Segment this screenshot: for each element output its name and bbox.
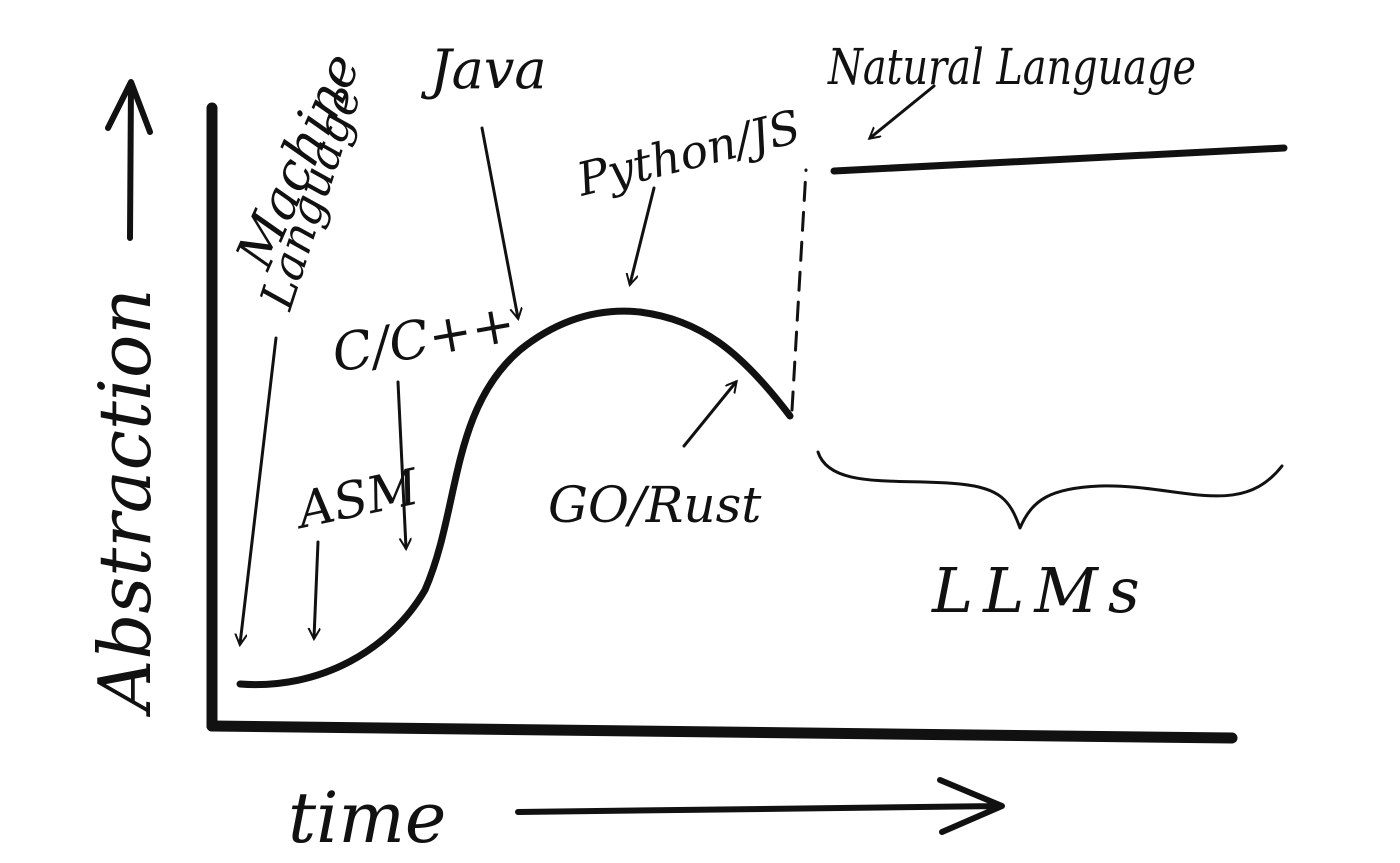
abstraction-curve [236,307,794,689]
c-cpp-arrow [396,380,406,548]
java-arrow [480,126,518,318]
go-rust-label: GO/Rust [548,476,762,534]
java-label: Java [420,38,547,101]
llms-label: LLMs [931,554,1150,627]
x-axis-arrow [515,777,1005,835]
llms-brace [816,450,1284,530]
go-rust-arrow [682,382,736,448]
jump-dashed-line [790,168,808,412]
python-js-arrow [630,186,656,284]
machine-language-arrow [240,336,278,644]
natural-language-plateau [830,144,1288,175]
natural-language-arrow [870,84,936,138]
asm-arrow [314,540,318,638]
python-js-label: Python/JS [571,99,806,207]
y-axis-arrow [105,79,153,241]
x-axis-label: time [288,777,446,859]
natural-language-label: Natural Language [827,38,1196,96]
y-axis-label: Abstraction [83,288,167,717]
x-axis-line [206,720,1238,744]
c-cpp-label: C/C++ [328,294,520,385]
